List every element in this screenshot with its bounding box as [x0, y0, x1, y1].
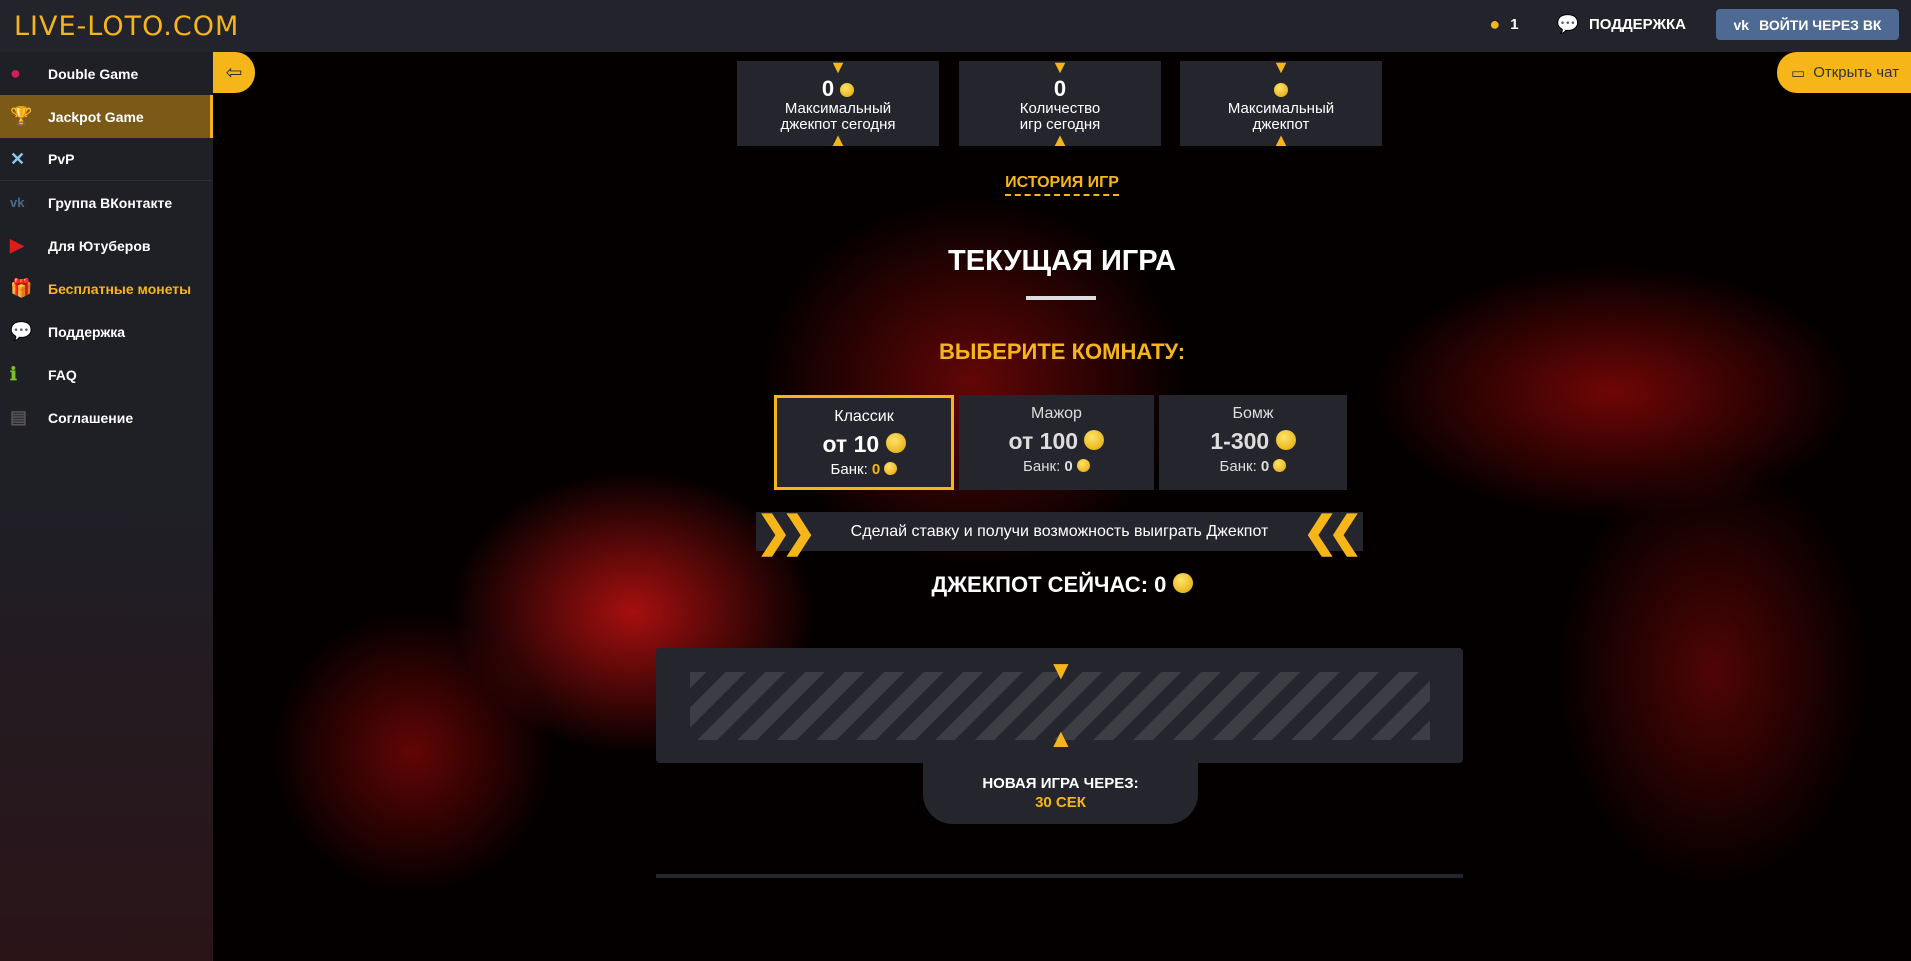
sidebar-item-youtubers[interactable]: ▶Для Ютуберов — [10, 235, 151, 255]
chat-icon: ▭ — [1791, 64, 1806, 82]
room-classic[interactable]: Классик от 10 Банк: 0 — [774, 395, 954, 490]
chip-icon: ● — [10, 63, 21, 83]
vk-icon: vk — [10, 195, 25, 210]
chat-bubble-icon: 💬 — [1556, 14, 1580, 34]
gift-icon: 🎁 — [10, 278, 33, 298]
chevron-up-icon: ▲ — [1272, 130, 1290, 150]
support-link[interactable]: 💬ПОДДЕРЖКА — [1556, 14, 1686, 34]
logo[interactable]: LIVE-LOTO.COM — [14, 11, 240, 42]
sidebar-item-pvp[interactable]: ✕PvP — [0, 138, 213, 181]
pointer-down-icon: ▼ — [1048, 655, 1074, 685]
coin-icon — [1274, 83, 1288, 97]
youtube-icon: ▶ — [10, 235, 24, 255]
background — [213, 52, 1911, 961]
coin-icon — [1273, 459, 1287, 472]
chevron-up-icon: ▲ — [829, 130, 847, 150]
chevron-down-icon: ▼ — [1051, 57, 1069, 77]
sidebar-item-support[interactable]: 💬Поддержка — [10, 321, 126, 341]
swords-icon: ✕ — [10, 148, 26, 169]
coin-icon — [885, 433, 906, 453]
sidebar-item-agreement[interactable]: ▤Соглашение — [10, 407, 134, 427]
vk-icon: vk — [1733, 16, 1750, 33]
pointer-up-icon: ▲ — [1048, 723, 1074, 753]
exit-icon: ⇦ — [225, 62, 243, 84]
current-game-title: ТЕКУЩАЯ ИГРА — [948, 245, 1176, 277]
coin-icon — [884, 462, 898, 475]
room-bomzh[interactable]: Бомж 1-300 Банк: 0 — [1159, 395, 1347, 490]
coin-icon — [1084, 430, 1105, 450]
collapse-sidebar-button[interactable]: ⇦ — [213, 52, 255, 93]
room-major[interactable]: Мажор от 100 Банк: 0 — [959, 395, 1154, 490]
divider — [656, 874, 1463, 878]
chat-icon: 💬 — [10, 321, 33, 341]
game-history-link[interactable]: ИСТОРИЯ ИГР — [1005, 174, 1119, 196]
user-icon: ● — [1489, 14, 1501, 34]
sidebar-item-double-game[interactable]: ●Double Game — [10, 63, 139, 83]
jackpot-banner: ❯❯ Сделай ставку и получи возможность вы… — [756, 508, 1363, 555]
new-game-timer: НОВАЯ ИГРА ЧЕРЕЗ: 30 СЕК — [923, 762, 1198, 824]
sidebar-item-jackpot-game[interactable]: 🏆Jackpot Game — [0, 95, 213, 138]
jackpot-now: ДЖЕКПОТ СЕЙЧАС: 0 — [213, 572, 1911, 598]
double-chevron-left-icon: ❮❮ — [1302, 508, 1363, 555]
choose-room-heading: ВЫБЕРИТЕ КОМНАТУ: — [938, 339, 1186, 364]
trophy-icon: 🏆 — [10, 106, 33, 126]
info-icon: ℹ — [10, 364, 17, 384]
document-icon: ▤ — [10, 407, 28, 427]
coin-icon — [1172, 573, 1193, 593]
coin-icon — [1275, 430, 1296, 450]
jackpot-wheel-strip: ▼ ▲ — [656, 648, 1463, 763]
chevron-down-icon: ▼ — [1272, 57, 1290, 77]
chevron-up-icon: ▲ — [1051, 130, 1069, 150]
open-chat-button[interactable]: ▭Открыть чат — [1777, 52, 1911, 93]
title-underline — [1026, 296, 1096, 300]
sidebar-item-free-coins[interactable]: 🎁Бесплатные монеты — [10, 278, 192, 298]
coin-icon — [1076, 459, 1090, 472]
striped-placeholder — [690, 672, 1430, 740]
chevron-down-icon: ▼ — [829, 57, 847, 77]
online-counter: ●1 — [1489, 14, 1519, 34]
coin-icon — [840, 83, 855, 97]
double-chevron-right-icon: ❯❯ — [756, 508, 816, 555]
